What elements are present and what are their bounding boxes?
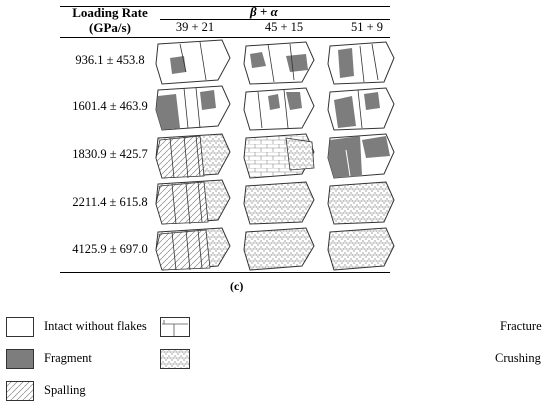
header-rate-line1: Loading Rate: [72, 5, 148, 20]
specimen-r3-c1: [155, 133, 231, 179]
specimen-r1-c2: [243, 41, 315, 85]
specimen-r4-c3: [327, 181, 395, 225]
subfigure-label: (c): [230, 279, 244, 293]
header-group-label: β + α: [250, 4, 278, 19]
legend-crushing-label: Crushing: [495, 351, 541, 365]
legend-spalling-swatch: [6, 381, 34, 401]
specimen-r4-c2: [243, 181, 315, 225]
specimen-r4-c1: [155, 179, 231, 225]
specimen-grid: [155, 39, 395, 271]
specimen-r2-c3: [327, 87, 395, 131]
legend-crushing-swatch: [160, 349, 190, 369]
specimen-r2-c2: [243, 87, 315, 131]
rate-row-3: 1830.9 ± 425.7: [72, 147, 148, 161]
legend-fracture-label: Fracture: [500, 319, 542, 333]
specimen-r1-c1: [155, 39, 231, 85]
legend-fragment-label: Fragment: [44, 351, 92, 365]
specimen-r5-c1: [155, 227, 231, 271]
rate-row-5: 4125.9 ± 697.0: [72, 242, 148, 256]
table-top-rule: [60, 6, 390, 7]
rate-row-4: 2211.4 ± 615.8: [72, 195, 148, 209]
specimen-r3-c3: [327, 133, 395, 179]
column-header-1: 39 + 21: [175, 20, 215, 34]
table-bottom-rule: [60, 272, 390, 273]
group-underline: [160, 19, 390, 20]
header-bottom-rule: [60, 37, 390, 38]
header-rate-line2: (GPa/s): [89, 20, 131, 35]
column-header-3: 51 + 9: [350, 20, 384, 34]
header-rate: Loading Rate (GPa/s): [60, 5, 160, 35]
specimen-r5-c3: [327, 227, 395, 271]
specimen-r2-c1: [155, 85, 231, 131]
specimen-r1-c3: [327, 41, 395, 85]
legend-intact-label: Intact without flakes: [44, 319, 147, 333]
specimen-r5-c2: [243, 227, 315, 271]
column-header-2: 45 + 15: [264, 20, 304, 34]
rate-row-1: 936.1 ± 453.8: [75, 53, 145, 67]
legend-spalling-label: Spalling: [44, 383, 86, 397]
legend-fracture-swatch: [160, 317, 190, 337]
rate-row-2: 1601.4 ± 463.9: [72, 99, 148, 113]
legend-fragment-swatch: [6, 349, 34, 369]
specimen-r3-c2: [243, 133, 315, 179]
legend-intact-swatch: [6, 317, 34, 337]
